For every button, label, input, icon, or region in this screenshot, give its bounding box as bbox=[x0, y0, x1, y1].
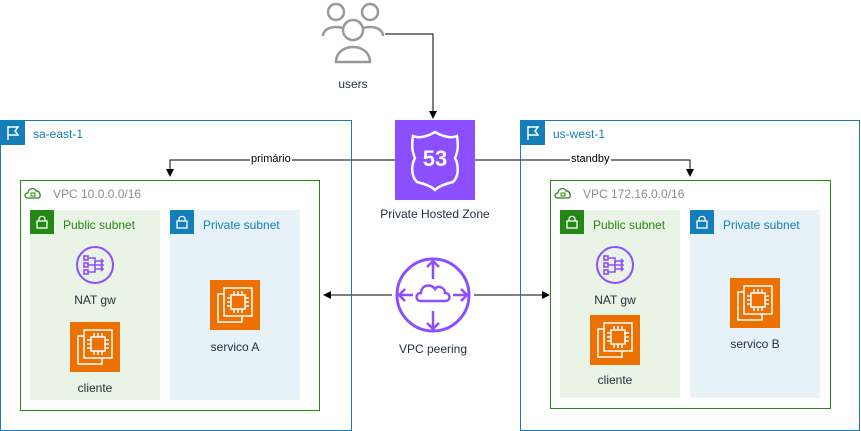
nat-gateway-label: NAT gw bbox=[594, 293, 636, 307]
client-label: cliente bbox=[77, 381, 113, 395]
ec2-instance-icon bbox=[590, 315, 640, 365]
public-subnet-label: Public subnet bbox=[593, 218, 666, 232]
subnet-lock-icon bbox=[690, 210, 714, 234]
subnet-lock-icon bbox=[560, 210, 584, 234]
edge-label-primary: primário bbox=[250, 153, 292, 165]
vpc-label: VPC 10.0.0.0/16 bbox=[53, 187, 142, 201]
region-label: sa-east-1 bbox=[33, 127, 84, 141]
route53-label: Private Hosted Zone bbox=[380, 207, 490, 221]
edge-label-standby: standby bbox=[570, 153, 611, 165]
nat-gateway-label: NAT gw bbox=[74, 293, 116, 307]
service-label: servico A bbox=[210, 340, 260, 354]
region-flag-icon bbox=[1, 121, 25, 145]
public-subnet-right: Public subnet bbox=[560, 210, 680, 398]
route53-badge: 53 bbox=[422, 146, 448, 171]
vpc-left: VPC 10.0.0.0/16 bbox=[20, 180, 320, 411]
region-label: us-west-1 bbox=[553, 127, 606, 141]
subnet-lock-icon bbox=[170, 210, 194, 234]
users-label: users bbox=[338, 77, 368, 91]
vpc-cloud-icon bbox=[21, 181, 45, 205]
vpc-label: VPC 172.16.0.0/16 bbox=[583, 187, 685, 201]
edge-users-to-route53 bbox=[385, 33, 437, 119]
private-subnet-label: Private subnet bbox=[723, 218, 800, 232]
vpc-right: VPC 172.16.0.0/16 bbox=[550, 180, 831, 409]
ec2-instance-icon bbox=[730, 278, 780, 328]
nat-gateway-icon bbox=[595, 245, 635, 285]
public-subnet-label: Public subnet bbox=[63, 218, 136, 232]
region-flag-icon bbox=[521, 121, 545, 145]
edge-primary bbox=[166, 159, 395, 177]
users-icon bbox=[320, 0, 386, 66]
vpc-cloud-icon bbox=[551, 181, 575, 205]
vpc-peering-label: VPC peering bbox=[398, 342, 468, 356]
nat-gateway-icon bbox=[75, 245, 115, 285]
ec2-instance-icon bbox=[210, 280, 260, 330]
route53-icon: 53 bbox=[395, 120, 475, 200]
vpc-peering-icon bbox=[393, 255, 473, 335]
edge-standby bbox=[475, 159, 694, 177]
client-label: cliente bbox=[597, 373, 633, 387]
ec2-instance-icon bbox=[70, 322, 120, 372]
service-label: servico B bbox=[730, 337, 780, 351]
subnet-lock-icon bbox=[30, 210, 54, 234]
private-subnet-label: Private subnet bbox=[203, 218, 280, 232]
